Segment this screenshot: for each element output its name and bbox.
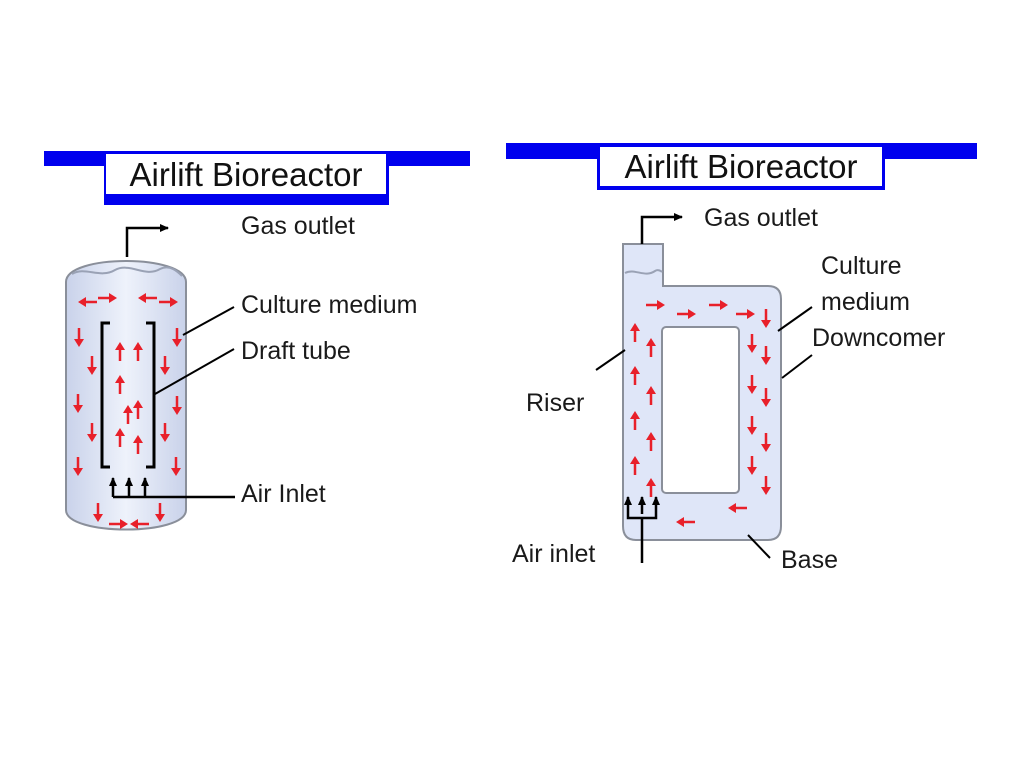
left-title-banner: Airlift Bioreactor [44,151,470,205]
right-flow-arrow-5 [646,338,656,357]
right-flow-arrow-6 [646,386,656,405]
right-flow-arrow-16 [747,375,757,394]
right-flow-arrow-13 [761,309,771,328]
right-flow-arrow-10 [677,309,696,319]
left-bioreactor-diagram: Airlift Bioreactor Gas outlet [44,151,470,531]
left-flow-arrow-15 [115,342,125,361]
left-gas-outlet-label: Gas outlet [241,212,355,240]
right-culture-medium-label-line1: Culture [821,252,902,280]
left-flow-arrow-17 [115,375,125,394]
right-flow-arrow-15 [761,346,771,365]
left-air-inlet-label: Air Inlet [241,480,326,508]
left-flow-arrow-23 [109,519,128,529]
left-gas-outlet-pipe [125,224,169,257]
right-flow-arrow-19 [761,433,771,452]
left-flow-arrow-24 [130,519,149,529]
left-flow-arrows [73,293,182,529]
right-gas-outlet-label: Gas outlet [704,204,818,232]
right-vessel [622,243,782,541]
left-flow-arrow-25 [155,503,165,522]
left-draft-tube [100,321,156,469]
right-air-inlet-label: Air inlet [512,540,595,568]
right-riser-label: Riser [526,389,584,417]
left-flow-arrow-8 [87,356,97,375]
left-flow-arrow-3 [138,293,157,303]
left-draft-tube-leader [154,348,235,395]
right-title: Airlift Bioreactor [625,148,858,185]
right-flow-arrow-23 [676,517,695,527]
left-flow-arrow-12 [171,457,181,476]
left-flow-arrow-16 [133,342,143,361]
left-flow-arrow-22 [93,503,103,522]
right-flow-arrow-11 [709,300,728,310]
left-leader-lines [154,306,235,395]
left-title: Airlift Bioreactor [130,156,363,193]
right-flow-arrow-12 [736,309,755,319]
right-bioreactor-diagram: Airlift Bioreactor Gas outlet [506,143,977,574]
left-draft-tube-label: Draft tube [241,337,351,365]
left-vessel [65,260,187,531]
right-culture-medium-leader [777,306,813,332]
left-flow-arrow-19 [115,428,125,447]
right-flow-arrow-3 [630,411,640,430]
left-flow-arrow-21 [123,405,133,424]
left-flow-arrow-5 [74,328,84,347]
left-flow-arrow-4 [159,297,178,307]
right-flow-arrow-4 [630,456,640,475]
right-flow-arrow-1 [630,323,640,342]
left-flow-arrow-2 [98,293,117,303]
left-sparger [109,477,235,499]
right-flow-arrow-22 [728,503,747,513]
right-title-box-inner [600,147,882,186]
left-title-box-inner [106,154,386,194]
left-flow-arrow-10 [172,328,182,347]
right-leader-lines [595,306,813,559]
right-sparger [624,496,660,563]
left-flow-arrow-13 [160,356,170,375]
left-flow-arrow-7 [73,457,83,476]
left-culture-medium-label: Culture medium [241,291,417,319]
right-flow-arrow-20 [747,456,757,475]
left-flow-arrow-6 [73,394,83,413]
right-flow-arrow-14 [747,334,757,353]
left-draft-tube-left-wall [100,321,110,469]
left-liquid-surface [71,266,183,277]
left-flow-arrow-9 [87,423,97,442]
right-downcomer-leader [781,354,813,379]
left-flow-arrow-1 [78,297,97,307]
left-flow-arrow-11 [172,396,182,415]
right-base-leader [747,534,771,559]
right-downcomer-label: Downcomer [812,324,945,352]
left-culture-medium-leader [182,306,235,336]
right-flow-arrow-7 [646,432,656,451]
right-title-banner: Airlift Bioreactor [506,143,977,190]
right-gas-outlet-pipe [640,213,683,244]
right-liquid-surface [624,269,663,275]
left-flow-arrow-20 [133,435,143,454]
right-base-label: Base [781,546,838,574]
left-draft-tube-right-wall [146,321,156,469]
right-flow-arrow-9 [646,300,665,310]
right-flow-arrow-21 [761,476,771,495]
left-flow-arrow-14 [160,423,170,442]
left-vessel-body [65,260,187,531]
right-flow-arrow-2 [630,366,640,385]
right-flow-arrow-8 [646,478,656,497]
right-central-baffle [661,326,740,494]
right-flow-arrow-17 [761,388,771,407]
right-flow-arrows [630,300,771,527]
right-flow-arrow-18 [747,416,757,435]
left-flow-arrow-18 [133,400,143,419]
right-culture-medium-label-line2: medium [821,288,910,316]
right-riser-leader [595,349,626,371]
